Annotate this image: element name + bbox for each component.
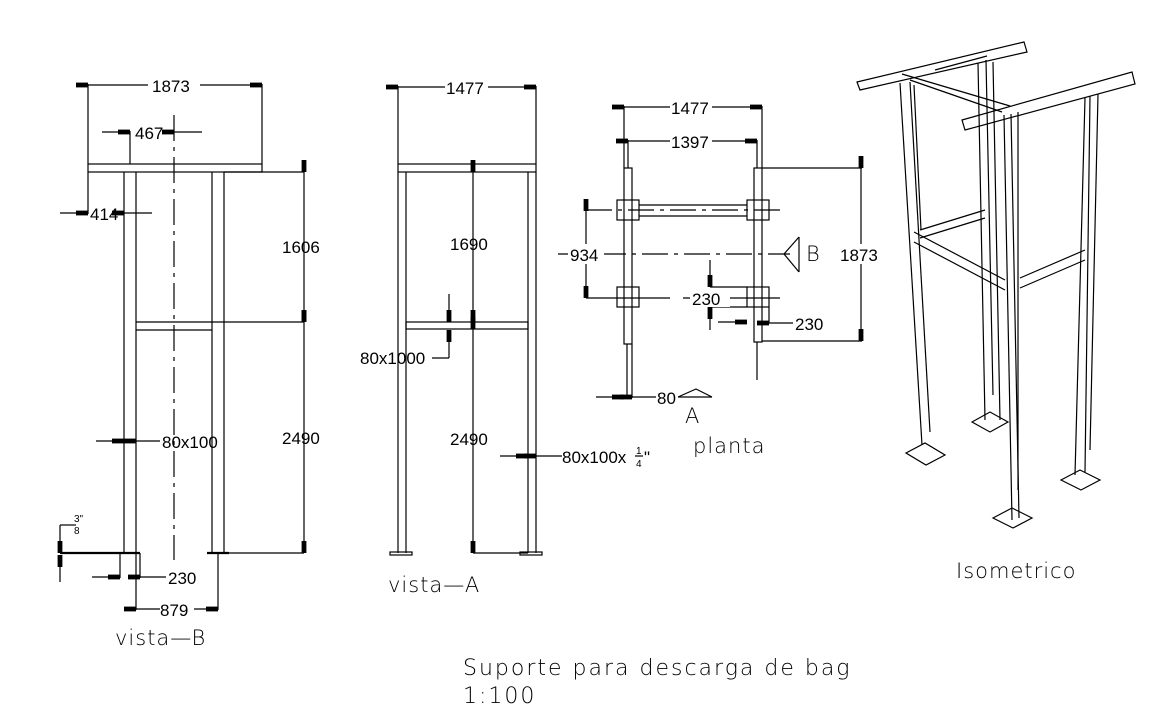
dim-upper-height: 1690 bbox=[450, 235, 488, 254]
dim-length: 1873 bbox=[840, 246, 878, 265]
dim-flange: 80 bbox=[657, 389, 676, 408]
dim-outer-width: 1477 bbox=[671, 99, 709, 118]
drawing-scale: 1:100 bbox=[463, 684, 536, 709]
section-mark-b: B bbox=[806, 242, 821, 266]
vista-b-view: 1873 467 414 1606 2490 80x100 3" 8 230 bbox=[57, 77, 320, 650]
dim-plate-230-b: 230 bbox=[795, 315, 823, 334]
dim-inner-width: 1397 bbox=[671, 133, 709, 152]
vista-a-label: vista—A bbox=[388, 573, 480, 597]
dim-plate-230-a: 230 bbox=[692, 290, 720, 309]
dim-beam: 80x1000 bbox=[360, 349, 425, 368]
section-mark-a: A bbox=[685, 404, 700, 428]
dim-467: 467 bbox=[135, 124, 163, 143]
dim-profile-inch: " bbox=[644, 448, 650, 467]
dim-base-879: 879 bbox=[160, 601, 188, 620]
vista-a-view: 1477 1690 2490 80x1000 80x100x 1 4 " vis… bbox=[360, 79, 650, 597]
dim-spacing: 934 bbox=[570, 246, 598, 265]
dim-lower-height: 2490 bbox=[282, 429, 320, 448]
dim-lower-height: 2490 bbox=[450, 430, 488, 449]
dim-profile: 80x100 bbox=[162, 433, 218, 452]
title-block: Suporte para descarga de bag 1:100 bbox=[463, 656, 852, 709]
dim-profile-frac-den: 4 bbox=[636, 459, 642, 470]
dim-profile-frac-num: 1 bbox=[636, 446, 642, 457]
drawing-title: Suporte para descarga de bag bbox=[463, 656, 852, 681]
dim-profile: 80x100x bbox=[562, 448, 627, 467]
dim-top-width: 1873 bbox=[152, 77, 190, 96]
dim-plate-thk-num: 3" bbox=[74, 514, 84, 525]
dim-top-width: 1477 bbox=[446, 79, 484, 98]
isometrico-label: Isometrico bbox=[956, 559, 1076, 583]
dim-upper-height: 1606 bbox=[282, 238, 320, 257]
isometric-view: Isometrico bbox=[856, 41, 1136, 583]
dim-plate-230: 230 bbox=[168, 569, 196, 588]
dim-414: 414 bbox=[90, 205, 118, 224]
planta-view: B 1477 1397 934 1873 230 230 bbox=[558, 99, 884, 458]
planta-label: planta bbox=[693, 434, 765, 458]
vista-b-label: vista—B bbox=[115, 626, 206, 650]
dim-plate-thk-den: 8 bbox=[74, 526, 80, 537]
